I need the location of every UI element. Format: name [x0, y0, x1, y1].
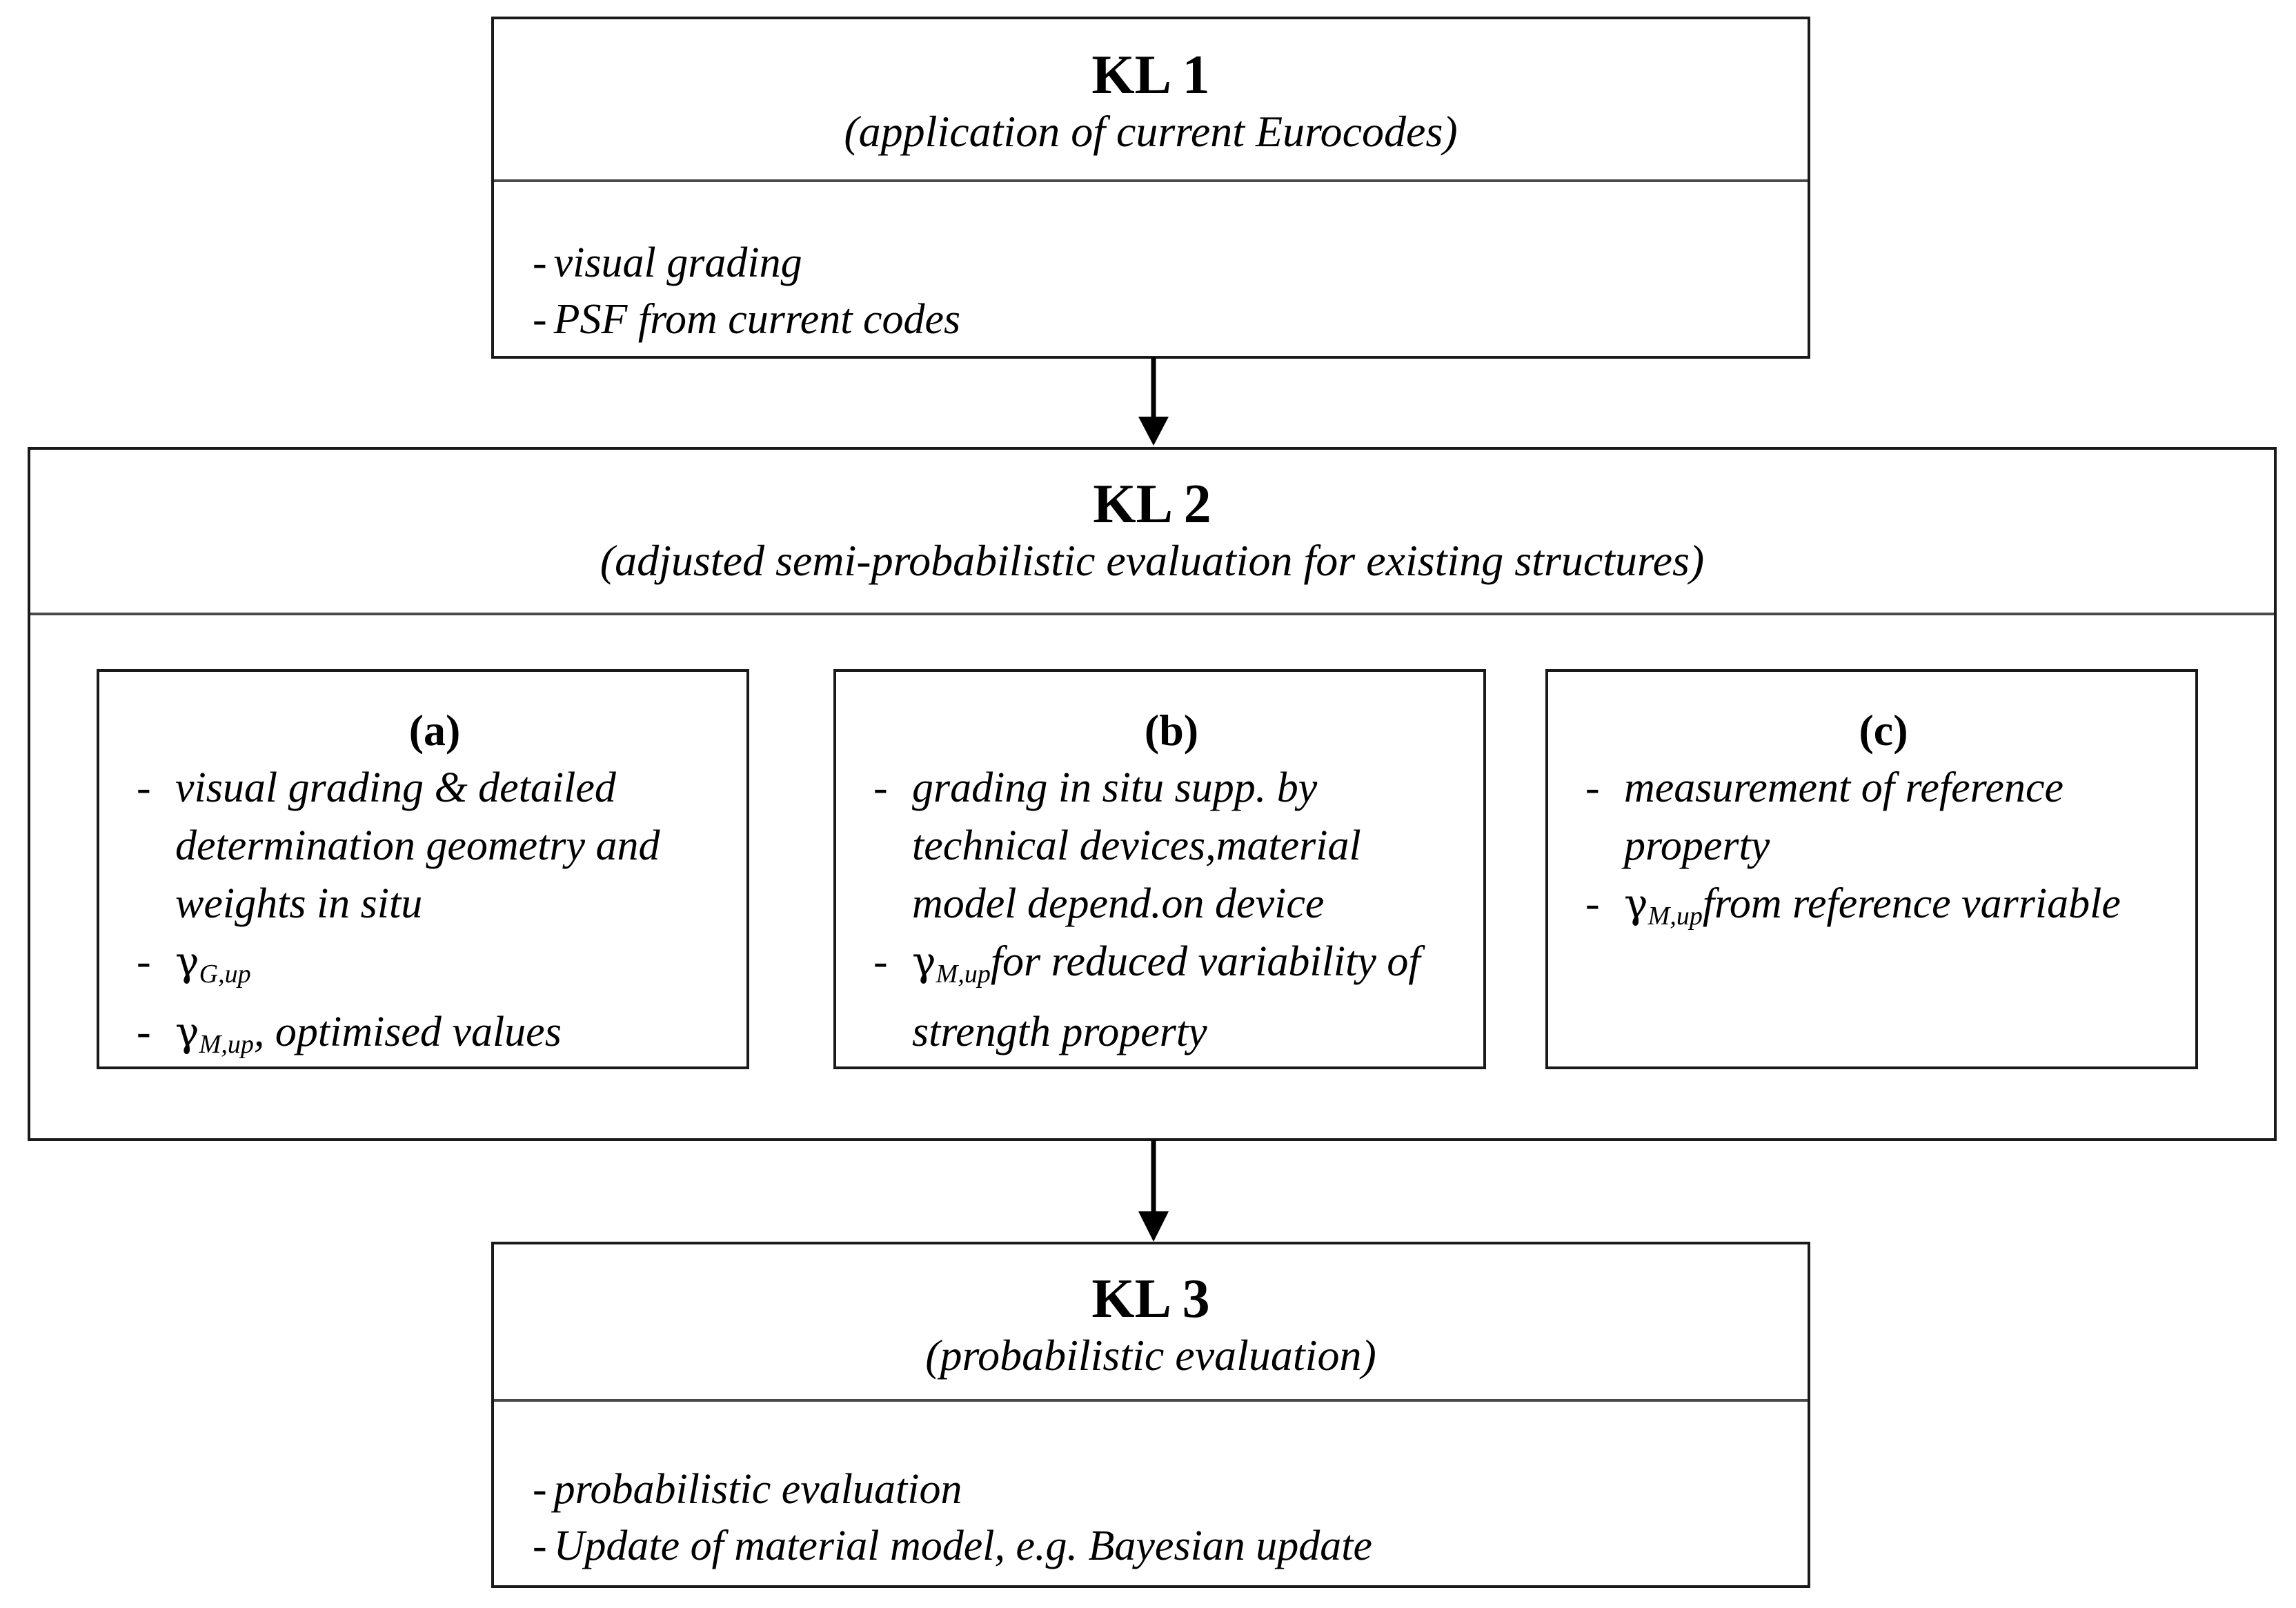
kl2-option-a: (a) - visual grading & detailed determin…: [97, 669, 749, 1069]
kl3-box: KL 3 (probabilistic evaluation) -probabi…: [491, 1242, 1810, 1588]
kl2-option-b: (b) - grading in situ supp. by technical…: [833, 669, 1486, 1069]
gamma-symbol: γ: [175, 938, 199, 985]
option-a-list: - visual grading & detailed determinatio…: [137, 759, 733, 1073]
kl2-option-c: (c) - measurement of reference property …: [1545, 669, 2198, 1069]
option-b-label: (b): [1144, 706, 1199, 755]
option-c-item: - measurement of reference property: [1585, 764, 2064, 869]
option-a-item: - γM,up, optimised values: [137, 1009, 562, 1059]
kl1-list: -visual grading -PSF from current codes: [533, 235, 1808, 348]
option-a-label: (a): [408, 706, 461, 755]
gamma-symbol: γ: [1624, 880, 1648, 927]
kl2-box: KL 2 (adjusted semi-probabilistic evalua…: [28, 447, 2277, 1141]
arrow-kl1-to-kl2: [1138, 357, 1169, 446]
kl1-body: -visual grading -PSF from current codes: [494, 182, 1808, 356]
option-a-item: - visual grading & detailed determinatio…: [137, 764, 660, 927]
kl3-item: -probabilistic evaluation: [533, 1466, 962, 1513]
kl2-header: KL 2 (adjusted semi-probabilistic evalua…: [30, 450, 2274, 615]
kl3-item: -Update of material model, e.g. Bayesian…: [533, 1522, 1373, 1569]
option-b-item: - grading in situ supp. by technical dev…: [873, 764, 1361, 927]
gamma-symbol: γ: [175, 1009, 199, 1055]
kl1-box: KL 1 (application of current Eurocodes) …: [491, 17, 1810, 359]
kl1-item: -visual grading: [533, 239, 802, 286]
option-c-label: (c): [1859, 706, 1908, 755]
gamma-symbol: γ: [912, 938, 936, 985]
kl1-title: KL 1: [1091, 45, 1210, 106]
option-a-item: - γG,up: [137, 938, 251, 989]
kl2-subtitle: (adjusted semi-probabilistic evaluation …: [600, 536, 1705, 585]
option-b-list: - grading in situ supp. by technical dev…: [873, 759, 1469, 1061]
kl3-body: -probabilistic evaluation -Update of mat…: [494, 1402, 1808, 1585]
kl3-title: KL 3: [1091, 1269, 1210, 1329]
kl1-item: -PSF from current codes: [533, 296, 961, 343]
kl2-title: KL 2: [1093, 474, 1211, 535]
option-c-list: - measurement of reference property - γM…: [1585, 759, 2181, 945]
arrow-kl2-to-kl3: [1138, 1140, 1169, 1242]
kl3-header: KL 3 (probabilistic evaluation): [494, 1244, 1808, 1402]
kl3-list: -probabilistic evaluation -Update of mat…: [533, 1461, 1808, 1574]
kl1-subtitle: (application of current Eurocodes): [844, 107, 1458, 156]
option-c-item: - γM,upfrom reference varriable: [1585, 880, 2121, 931]
kl1-header: KL 1 (application of current Eurocodes): [494, 19, 1808, 182]
option-b-item: - γM,upfor reduced variability of streng…: [873, 938, 1421, 1055]
kl3-subtitle: (probabilistic evaluation): [925, 1331, 1376, 1380]
